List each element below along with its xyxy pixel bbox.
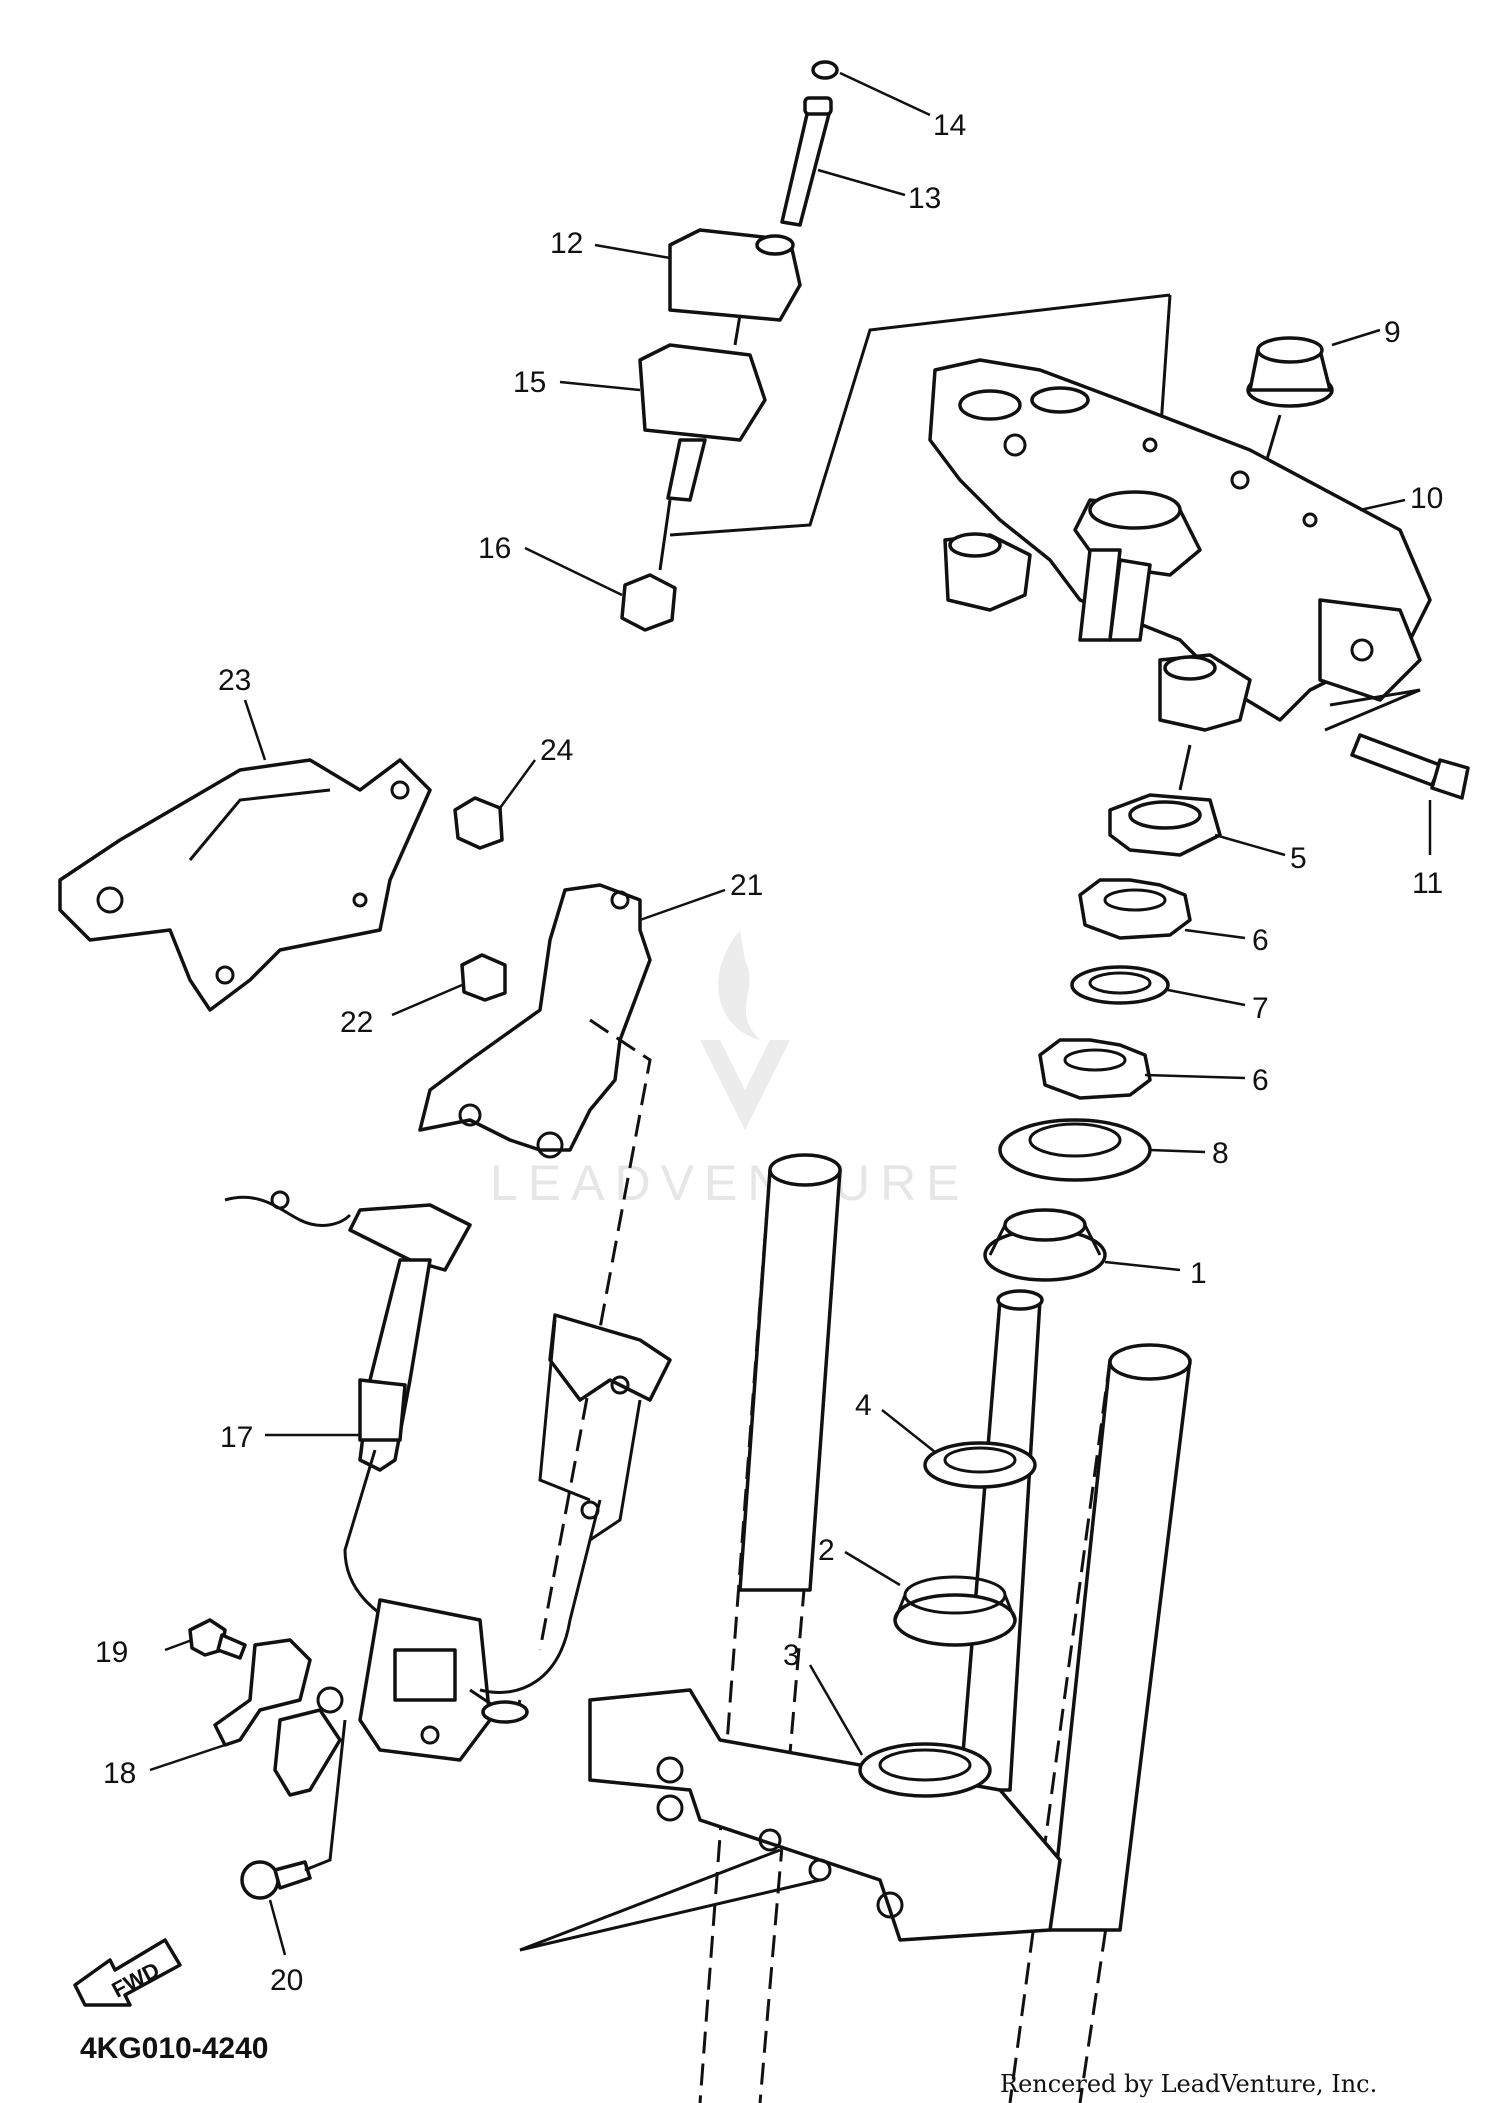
callout-2: 2 — [818, 1534, 835, 1567]
watermark-flame-logo — [718, 930, 760, 1040]
callout-4: 4 — [855, 1389, 872, 1422]
nut-16-icon — [620, 573, 677, 632]
callout-19: 19 — [95, 1636, 128, 1669]
callout-16: 16 — [478, 532, 511, 565]
callout-13: 13 — [908, 182, 941, 215]
fork-assembly — [519, 1153, 1192, 2103]
callout-9: 9 — [1384, 316, 1401, 349]
bracket-21 — [418, 883, 652, 1651]
stem-parts-stack — [983, 744, 1222, 1282]
upper-bracket-10 — [928, 358, 1432, 732]
callout-8: 8 — [1212, 1137, 1229, 1170]
callout-14: 14 — [933, 109, 966, 142]
watermark: LEADVENTURE — [490, 930, 970, 1211]
race-3-icon — [858, 1742, 992, 1798]
callout-12: 12 — [550, 227, 583, 260]
callout-18: 18 — [103, 1757, 136, 1790]
bolt-20-icon — [240, 1860, 280, 1900]
callout-5: 5 — [1290, 842, 1307, 875]
cover-8-icon — [998, 1118, 1152, 1182]
bracket-17-assembly — [224, 1190, 672, 1762]
handlebar-holder-group — [620, 60, 1172, 632]
lower-holder-15-icon — [638, 343, 767, 442]
callout-10: 10 — [1410, 482, 1443, 515]
callout-leaders — [149, 71, 1432, 1956]
callout-3: 3 — [783, 1639, 800, 1672]
watermark-text: LEADVENTURE — [490, 1155, 970, 1211]
callout-6a: 6 — [1252, 924, 1269, 957]
fwd-arrow-icon: FWD — [73, 1938, 182, 2007]
callouts: 14 13 12 9 15 10 16 23 24 21 5 11 6 22 7… — [95, 109, 1443, 1997]
bolt-11 — [1350, 733, 1470, 800]
clamp-18-icon — [213, 1638, 312, 1747]
watermark-v-logo — [700, 1040, 790, 1130]
cap-14-icon — [811, 60, 839, 80]
callout-21: 21 — [730, 869, 763, 902]
callout-24: 24 — [540, 734, 573, 767]
callout-20: 20 — [270, 1964, 303, 1997]
diagram-code: 4KG010-4240 — [80, 2032, 268, 2065]
callout-17: 17 — [220, 1421, 253, 1454]
stem-lower-parts — [858, 1441, 1037, 1798]
callout-22: 22 — [340, 1006, 373, 1039]
small-hardware — [188, 1618, 347, 1900]
nut-24-icon — [453, 796, 504, 850]
seal-4-icon — [923, 1441, 1037, 1489]
bolt-13-icon — [780, 108, 832, 227]
bracket-23 — [58, 758, 432, 1012]
callout-7: 7 — [1252, 992, 1269, 1025]
cap-nut-9 — [1246, 336, 1334, 501]
bearing-2-icon — [893, 1593, 1017, 1647]
callout-11: 11 — [1412, 867, 1443, 900]
callout-15: 15 — [513, 366, 546, 399]
callout-6b: 6 — [1252, 1064, 1269, 1097]
nut-22-icon — [460, 953, 507, 1002]
callout-23: 23 — [218, 664, 251, 697]
render-credit: Rencered by LeadVenture, Inc. — [1000, 2070, 1377, 2098]
callout-1: 1 — [1190, 1257, 1207, 1290]
